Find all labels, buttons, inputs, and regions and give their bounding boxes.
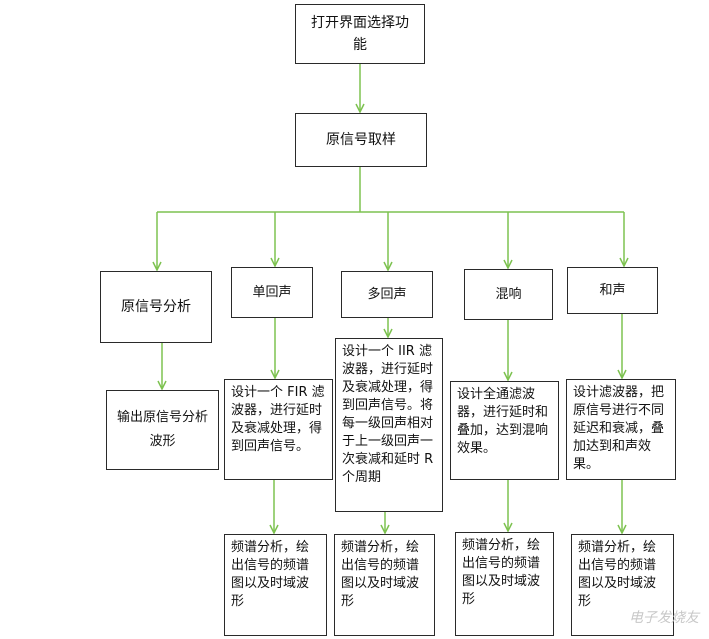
chorus-design-node: 设计滤波器，把原信号进行不同延迟和衰减，叠加达到和声效果。: [566, 379, 676, 480]
allpass-design-node: 设计全通滤波器，进行延时和叠加，达到混响效果。: [450, 381, 559, 480]
watermark-text: 电子发烧友: [629, 610, 699, 626]
single-echo-node: 单回声: [231, 267, 313, 318]
single-echo-label: 单回声: [252, 284, 292, 300]
spectrum-node-4: 频谱分析，绘出信号的频谱图以及时域波形: [571, 534, 674, 636]
sample-node-label: 原信号取样: [326, 132, 396, 148]
iir-design-node: 设计一个 IIR 滤波器，进行延时及衰减处理，得到回声信号。将每一级回声相对于上…: [335, 338, 443, 512]
start-node-label: 打开界面选择功能: [311, 15, 409, 53]
iir-design-label: 设计一个 IIR 滤波器，进行延时及衰减处理，得到回声信号。将每一级回声相对于上…: [342, 344, 434, 485]
spectrum-label-2: 频谱分析，绘出信号的频谱图以及时域波形: [341, 540, 420, 609]
fir-design-label: 设计一个 FIR 滤波器，进行延时及衰减处理，得到回声信号。: [231, 385, 325, 454]
spectrum-label-4: 频谱分析，绘出信号的频谱图以及时域波形: [578, 540, 657, 609]
spectrum-node-1: 频谱分析，绘出信号的频谱图以及时域波形: [224, 534, 327, 636]
reverb-label: 混响: [495, 286, 522, 302]
start-node: 打开界面选择功能: [295, 4, 425, 64]
watermark-logo: 电子发烧友: [629, 607, 699, 627]
orig-analysis-label: 原信号分析: [121, 299, 191, 315]
orig-output-node: 输出原信号分析波形: [106, 390, 219, 470]
fir-design-node: 设计一个 FIR 滤波器，进行延时及衰减处理，得到回声信号。: [224, 379, 333, 480]
chorus-node: 和声: [567, 267, 658, 314]
chorus-label: 和声: [599, 282, 626, 298]
spectrum-node-3: 频谱分析，绘出信号的频谱图以及时域波形: [455, 532, 554, 636]
orig-analysis-node: 原信号分析: [100, 271, 212, 343]
sample-node: 原信号取样: [295, 113, 427, 167]
chorus-design-label: 设计滤波器，把原信号进行不同延迟和衰减，叠加达到和声效果。: [573, 385, 665, 472]
reverb-node: 混响: [464, 269, 553, 320]
spectrum-node-2: 频谱分析，绘出信号的频谱图以及时域波形: [334, 534, 435, 636]
multi-echo-node: 多回声: [341, 271, 433, 318]
orig-output-label: 输出原信号分析波形: [117, 410, 209, 449]
spectrum-label-1: 频谱分析，绘出信号的频谱图以及时域波形: [231, 540, 310, 609]
allpass-design-label: 设计全通滤波器，进行延时和叠加，达到混响效果。: [457, 387, 549, 456]
spectrum-label-3: 频谱分析，绘出信号的频谱图以及时域波形: [462, 538, 541, 607]
multi-echo-label: 多回声: [367, 286, 407, 302]
